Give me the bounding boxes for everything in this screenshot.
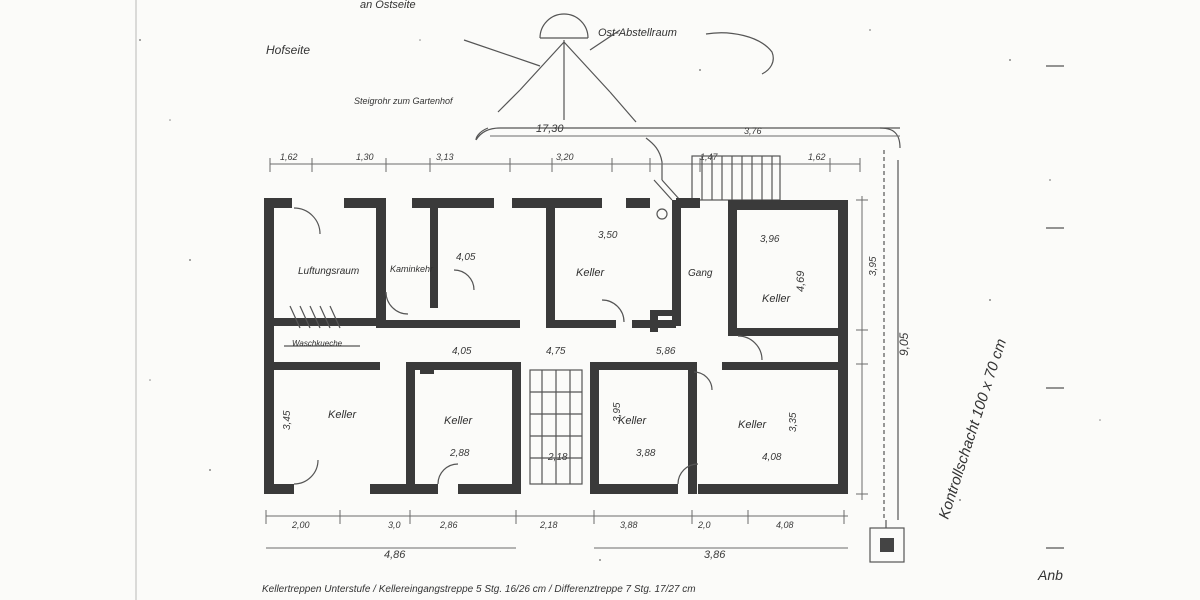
room-label-4: Gang <box>688 268 713 279</box>
room-value-6: 3,96 <box>760 234 780 245</box>
stair-central <box>529 369 583 485</box>
room-value-1: 4,05 <box>456 252 476 263</box>
room-label-6: Waschkueche <box>292 339 343 348</box>
door-swings <box>293 207 763 485</box>
room-value-3: 3,50 <box>598 230 618 241</box>
exterior-walls <box>264 198 848 494</box>
dim-top-4: 3,20 <box>556 152 574 162</box>
dim-bottom-3: 2,86 <box>439 520 458 530</box>
note-top-right: Ost-Abstellraum <box>598 27 677 39</box>
dim-top-6: 3,76 <box>744 126 762 136</box>
dim-top-1: 1,62 <box>280 152 298 162</box>
dim-bottom-total-2: 3,86 <box>704 549 726 561</box>
dim-top-3: 3,13 <box>436 152 454 162</box>
room-value-8: 4,75 <box>546 346 566 357</box>
right-margin-marks <box>1046 65 1064 549</box>
note-top-left-fragment: an Ostseite <box>360 0 416 11</box>
room-value-4: 3,95 <box>612 402 623 422</box>
room-label-8: Keller <box>444 415 473 427</box>
dim-bottom-7: 4,08 <box>776 520 794 530</box>
room-label-7: Keller <box>328 409 357 421</box>
room-label-9: Keller <box>618 415 647 427</box>
dim-top-2: 1,30 <box>356 152 374 162</box>
dim-right-1: 3,95 <box>868 256 879 276</box>
hatch-ventilation <box>284 305 360 347</box>
room-value-13: 3,88 <box>636 448 656 459</box>
room-value-14: 4,08 <box>762 452 782 463</box>
note-right-vertical: Kontrollschacht 100 x 70 cm <box>936 337 1010 521</box>
stair-upper <box>691 155 781 201</box>
note-under: Steigrohr zum Gartenhof <box>354 96 454 106</box>
dim-bottom-6: 2,0 <box>697 520 711 530</box>
room-value-7: 4,05 <box>452 346 472 357</box>
top-sketch <box>463 13 774 123</box>
room-label-10: Keller <box>738 419 767 431</box>
dim-top-7: 1,62 <box>808 152 826 162</box>
room-value-9: 5,86 <box>656 346 676 357</box>
room-label-2: Kaminkehr <box>390 264 434 274</box>
dim-right-overall: 9,05 <box>897 332 911 356</box>
note-bottom: Kellertreppen Unterstufe / Kellereingang… <box>262 584 696 595</box>
room-label-5: Keller <box>762 293 791 305</box>
room-value-11: 3,35 <box>788 412 799 432</box>
room-value-10: 4,69 <box>795 271 807 292</box>
dim-bottom-total-1: 4,86 <box>384 549 406 561</box>
bottom-dimension-line <box>265 510 848 549</box>
dim-bottom-4: 2,18 <box>539 520 558 530</box>
room-label-1: Luftungsraum <box>298 266 359 277</box>
top-pipe <box>475 127 901 201</box>
dim-bottom-5: 3,88 <box>620 520 638 530</box>
inspection-chamber <box>869 520 905 563</box>
interior-walls <box>264 200 848 494</box>
note-left: Hofseite <box>266 43 310 57</box>
room-value-2: 3,45 <box>282 410 293 430</box>
room-value-12: 2,18 <box>547 452 568 463</box>
scan-noise <box>139 29 1101 561</box>
dim-top-5: 1,47 <box>700 152 719 162</box>
dim-top-overall: 17,30 <box>536 123 564 135</box>
note-right-corner: Anb <box>1037 567 1063 583</box>
room-label-3: Keller <box>576 267 605 279</box>
right-dimension-line <box>856 150 899 520</box>
room-value-5: 2,88 <box>449 448 470 459</box>
dim-bottom-2: 3,0 <box>388 520 401 530</box>
dim-bottom-1: 2,00 <box>291 520 310 530</box>
